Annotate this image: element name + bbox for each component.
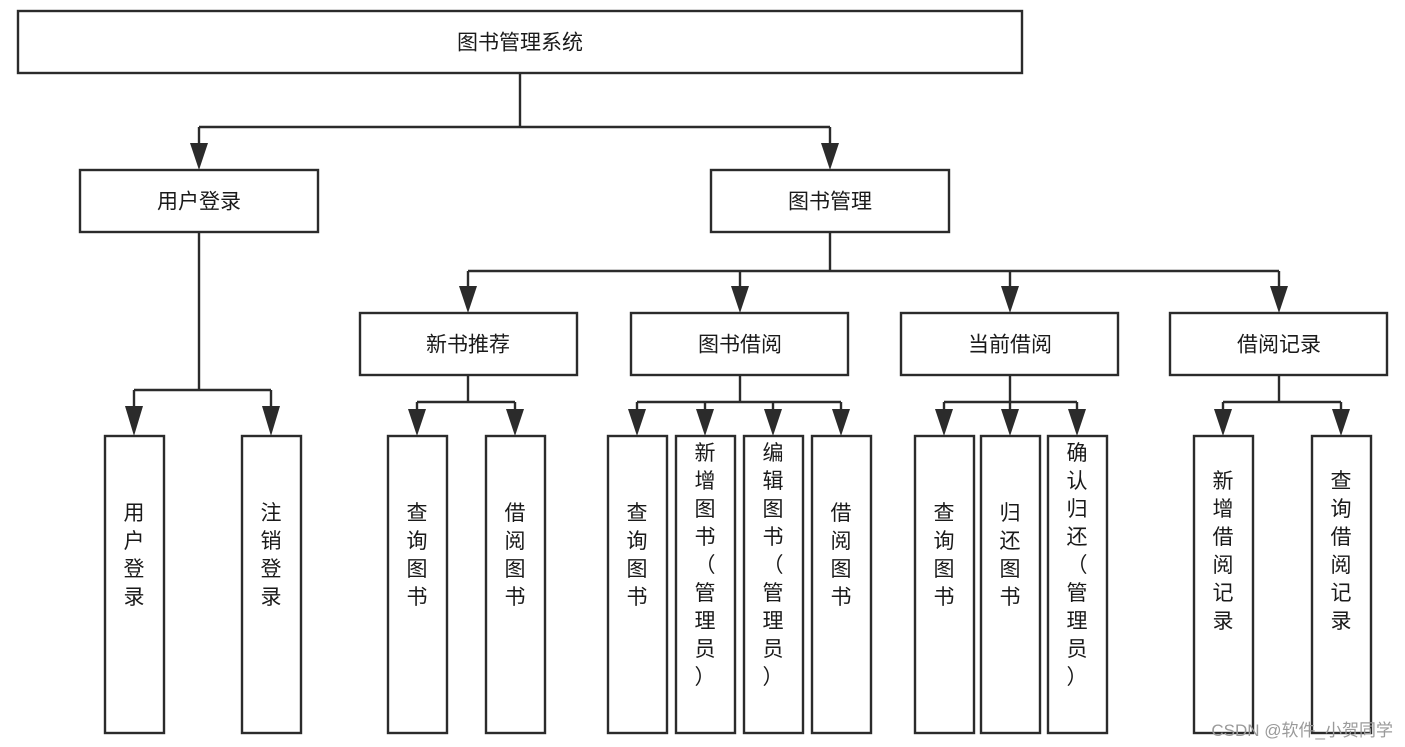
node-leaf-user-login-label: 用户登录: [124, 502, 145, 609]
connector-group-user-login: [125, 232, 280, 436]
arrowhead-query-book-3: [935, 409, 953, 436]
arrowhead-leaf-logout: [262, 406, 280, 436]
node-leaf-borrow-book-1-box[interactable]: [484, 434, 547, 735]
arrowhead-new-book-recommend: [459, 286, 477, 313]
node-leaf-query-book-1[interactable]: 查询图书: [386, 434, 449, 735]
node-leaf-confirm-return-label: 确认归还（管理员）: [1067, 442, 1088, 689]
node-leaf-borrow-book-2-label: 借阅图书: [831, 502, 852, 609]
node-leaf-query-book-1-box[interactable]: [386, 434, 449, 735]
node-leaf-query-record-label: 查询借阅记录: [1331, 470, 1352, 633]
node-leaf-add-record-label: 新增借阅记录: [1213, 470, 1234, 633]
node-leaf-return-book[interactable]: 归还图书: [979, 434, 1042, 735]
node-leaf-edit-book-box[interactable]: [742, 434, 805, 735]
arrowhead-add-book: [696, 409, 714, 436]
node-root-box[interactable]: [16, 9, 1024, 75]
node-leaf-query-record[interactable]: 查询借阅记录: [1310, 434, 1373, 735]
node-leaf-edit-book-label: 编辑图书（管理员）: [763, 442, 784, 689]
node-leaf-query-book-2[interactable]: 查询图书: [606, 434, 669, 735]
arrowhead-confirm-return: [1068, 409, 1086, 436]
node-leaf-confirm-return-box[interactable]: [1046, 434, 1109, 735]
node-leaf-confirm-return[interactable]: 确认归还（管理员）: [1046, 434, 1109, 735]
arrowhead-query-record: [1332, 409, 1350, 436]
node-user-login-label: 用户登录: [157, 191, 241, 214]
node-root-label: 图书管理系统: [457, 32, 583, 55]
connector-group-current-borrow: [935, 375, 1086, 436]
node-leaf-query-book-3-label: 查询图书: [934, 502, 955, 609]
node-book-management-box[interactable]: [709, 168, 951, 234]
node-leaf-query-book-1-label: 查询图书: [407, 502, 428, 609]
connector-group-book-management: [459, 232, 1288, 313]
node-new-book-recommend[interactable]: 新书推荐: [358, 311, 579, 377]
arrowhead-borrow-record: [1270, 286, 1288, 313]
node-leaf-logout-login[interactable]: 注销登录: [240, 434, 303, 735]
node-borrow-record-label: 借阅记录: [1237, 334, 1321, 357]
node-leaf-edit-book[interactable]: 编辑图书（管理员）: [742, 434, 805, 735]
node-leaf-query-book-3-box[interactable]: [913, 434, 976, 735]
arrowhead-query-book-1: [408, 409, 426, 436]
arrowhead-borrow-book-2: [832, 409, 850, 436]
arrowhead-book-management: [821, 143, 839, 170]
node-book-borrow-box[interactable]: [629, 311, 850, 377]
arrowhead-current-borrow: [1001, 286, 1019, 313]
watermark: CSDN @软件_小贺同学: [1211, 721, 1393, 740]
node-current-borrow[interactable]: 当前借阅: [899, 311, 1120, 377]
node-leaf-query-book-3[interactable]: 查询图书: [913, 434, 976, 735]
node-leaf-borrow-book-1-label: 借阅图书: [505, 502, 526, 609]
connector-group-borrow-record: [1214, 375, 1350, 436]
connector-group-book-borrow: [628, 375, 850, 436]
arrowhead-book-borrow: [731, 286, 749, 313]
node-leaf-user-login[interactable]: 用户登录: [103, 434, 166, 735]
node-leaf-add-book-box[interactable]: [674, 434, 737, 735]
node-leaf-return-book-label: 归还图书: [1000, 502, 1021, 609]
arrowhead-edit-book: [764, 409, 782, 436]
node-root[interactable]: 图书管理系统: [16, 9, 1024, 75]
node-book-borrow[interactable]: 图书借阅: [629, 311, 850, 377]
node-current-borrow-label: 当前借阅: [968, 334, 1052, 357]
node-leaf-user-login-box[interactable]: [103, 434, 166, 735]
node-leaf-logout-login-box[interactable]: [240, 434, 303, 735]
node-leaf-return-book-box[interactable]: [979, 434, 1042, 735]
node-borrow-record-box[interactable]: [1168, 311, 1389, 377]
node-leaf-query-record-box[interactable]: [1310, 434, 1373, 735]
node-book-management-label: 图书管理: [788, 191, 872, 214]
connector-group-new-book-recommend: [408, 375, 524, 436]
node-leaf-add-record[interactable]: 新增借阅记录: [1192, 434, 1255, 735]
arrowhead-user-login: [190, 143, 208, 170]
node-new-book-recommend-box[interactable]: [358, 311, 579, 377]
arrowhead-query-book-2: [628, 409, 646, 436]
node-new-book-recommend-label: 新书推荐: [426, 334, 510, 357]
node-book-borrow-label: 图书借阅: [698, 334, 782, 357]
node-leaf-borrow-book-1[interactable]: 借阅图书: [484, 434, 547, 735]
node-leaf-add-record-box[interactable]: [1192, 434, 1255, 735]
node-leaf-query-book-2-box[interactable]: [606, 434, 669, 735]
node-current-borrow-box[interactable]: [899, 311, 1120, 377]
arrowhead-return-book: [1001, 409, 1019, 436]
node-leaf-query-book-2-label: 查询图书: [627, 502, 648, 609]
node-borrow-record[interactable]: 借阅记录: [1168, 311, 1389, 377]
node-user-login[interactable]: 用户登录: [78, 168, 320, 234]
node-leaf-logout-login-label: 注销登录: [261, 502, 282, 609]
node-leaf-add-book[interactable]: 新增图书（管理员）: [674, 434, 737, 735]
node-leaf-borrow-book-2-box[interactable]: [810, 434, 873, 735]
node-user-login-box[interactable]: [78, 168, 320, 234]
node-book-management[interactable]: 图书管理: [709, 168, 951, 234]
arrowhead-add-record: [1214, 409, 1232, 436]
connector-group-root: [190, 73, 839, 170]
arrowhead-leaf-user-login: [125, 406, 143, 436]
node-leaf-add-book-label: 新增图书（管理员）: [695, 442, 716, 689]
arrowhead-borrow-book-1: [506, 409, 524, 436]
node-leaf-borrow-book-2[interactable]: 借阅图书: [810, 434, 873, 735]
